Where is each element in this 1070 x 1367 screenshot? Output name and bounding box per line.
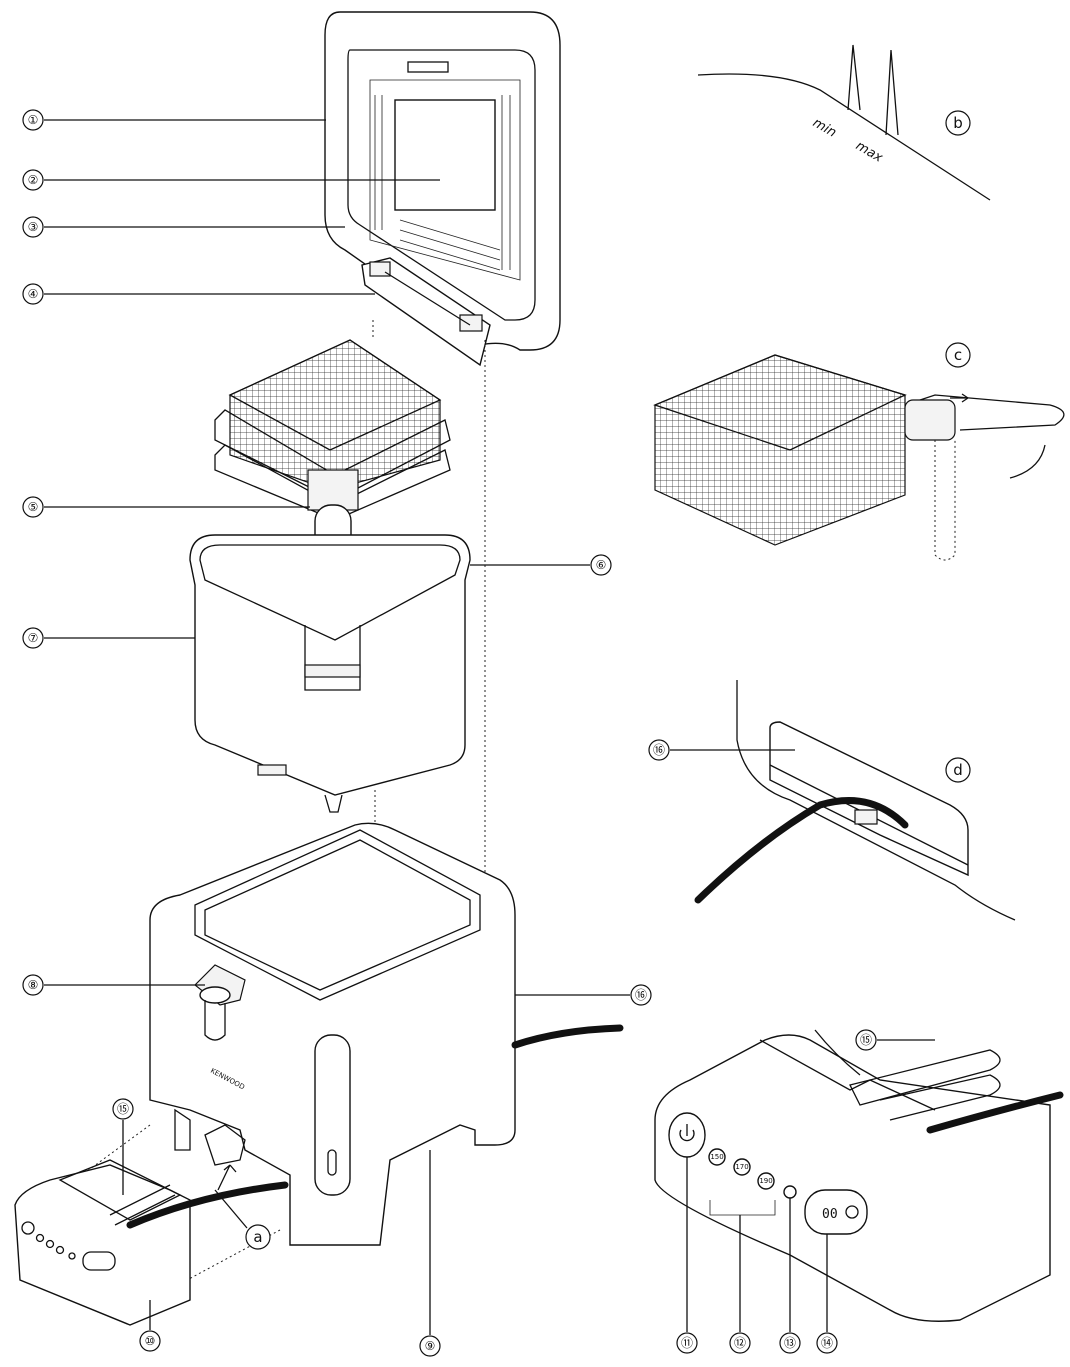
detail-letter-a: a xyxy=(245,1224,271,1250)
callout-7: ⑦ xyxy=(22,627,44,649)
detail-d-cord xyxy=(694,680,1016,921)
callout-16-main: ⑯ xyxy=(630,984,652,1006)
svg-text:c: c xyxy=(954,346,962,364)
control-panel-detail xyxy=(654,1029,1064,1322)
callout-1: ① xyxy=(22,109,44,131)
svg-text:⑯: ⑯ xyxy=(635,988,647,1002)
svg-text:⑨: ⑨ xyxy=(425,1339,436,1353)
svg-text:⑪: ⑪ xyxy=(681,1336,693,1350)
callout-5: ⑤ xyxy=(22,496,44,518)
power-button-small xyxy=(21,1221,35,1235)
svg-text:⑯: ⑯ xyxy=(653,743,665,757)
callout-11: ⑪ xyxy=(676,1332,698,1354)
svg-text:⑭: ⑭ xyxy=(821,1336,833,1350)
temp-190-label: 190 xyxy=(759,1177,772,1185)
temp-150-button xyxy=(708,1148,726,1166)
svg-text:④: ④ xyxy=(28,287,39,301)
side-handle xyxy=(314,1034,351,1196)
detail-letter-c: c xyxy=(945,342,971,368)
callout-13: ⑬ xyxy=(779,1332,801,1354)
callout-leaders xyxy=(44,119,935,1335)
timer-display xyxy=(804,1189,868,1235)
temp-190-button xyxy=(757,1172,775,1190)
detail-letter-d: d xyxy=(945,757,971,783)
basket-handle-clip xyxy=(307,469,359,511)
callout-4: ④ xyxy=(22,283,44,305)
svg-text:⑥: ⑥ xyxy=(596,558,607,572)
svg-text:③: ③ xyxy=(28,220,39,234)
callout-15-main: ⑮ xyxy=(112,1098,134,1120)
filter-hinge xyxy=(361,257,491,367)
svg-text:⑫: ⑫ xyxy=(734,1336,746,1350)
svg-text:⑩: ⑩ xyxy=(145,1334,156,1348)
callout-9: ⑨ xyxy=(419,1335,441,1357)
svg-text:②: ② xyxy=(28,173,39,187)
power-icon xyxy=(679,1124,695,1142)
svg-text:⑧: ⑧ xyxy=(28,978,39,992)
bowl xyxy=(189,534,471,813)
detail-b-level-marks xyxy=(697,44,991,201)
svg-text:⑦: ⑦ xyxy=(28,631,39,645)
temp-170-label: 170 xyxy=(735,1163,748,1171)
level-max-label: max xyxy=(853,138,885,165)
callout-16-detail: ⑯ xyxy=(648,739,670,761)
drain-knob xyxy=(199,986,231,1004)
callout-10: ⑩ xyxy=(139,1330,161,1352)
temp-170-button xyxy=(733,1158,751,1176)
callout-6: ⑥ xyxy=(590,554,612,576)
callout-3: ③ xyxy=(22,216,44,238)
base-housing xyxy=(149,822,624,1246)
control-module-main xyxy=(14,1159,289,1326)
level-min-label: min xyxy=(810,115,839,140)
detail-c-basket xyxy=(653,354,1065,561)
callout-12: ⑫ xyxy=(729,1332,751,1354)
svg-text:⑤: ⑤ xyxy=(28,500,39,514)
svg-text:⑮: ⑮ xyxy=(117,1102,129,1116)
lid-window xyxy=(394,99,496,211)
detail-letter-b: b xyxy=(945,110,971,136)
svg-text:a: a xyxy=(253,1228,262,1246)
svg-text:b: b xyxy=(953,114,963,132)
callout-2: ② xyxy=(22,169,44,191)
callout-8: ⑧ xyxy=(22,974,44,996)
timer-knob-icon xyxy=(845,1205,859,1219)
svg-text:⑮: ⑮ xyxy=(860,1033,872,1047)
svg-text:d: d xyxy=(953,761,963,779)
arrow-icon xyxy=(217,1164,237,1191)
callout-14: ⑭ xyxy=(816,1332,838,1354)
svg-text:⑬: ⑬ xyxy=(784,1336,796,1350)
temp-150-label: 150 xyxy=(710,1153,723,1161)
oil-drop-icon xyxy=(783,1185,797,1199)
callout-15-detail: ⑮ xyxy=(855,1029,877,1051)
timer-display-digits: 00 xyxy=(822,1207,838,1222)
svg-text:①: ① xyxy=(28,113,39,127)
